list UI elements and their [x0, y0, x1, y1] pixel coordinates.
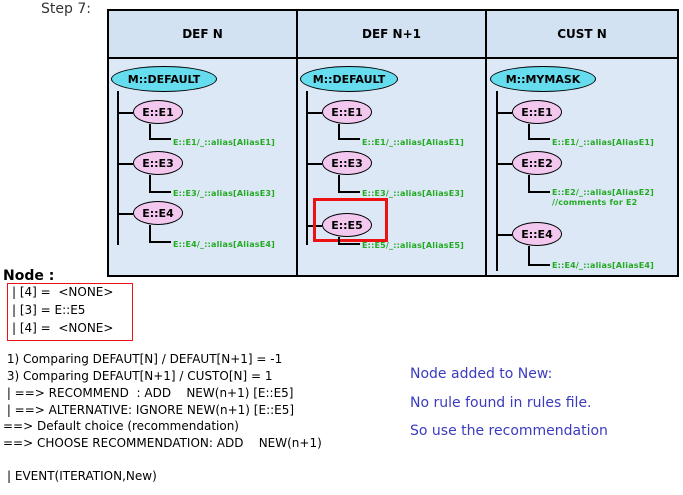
alias-connector [528, 138, 550, 140]
node-line: | [3] = E::E5 [12, 303, 86, 317]
alias-connector [149, 225, 151, 243]
log-line: ==> Default choice (recommendation) [3, 419, 239, 433]
node-box: | [4] = <NONE> | [3] = E::E5 | [4] = <NO… [7, 283, 133, 341]
log-line: 1) Comparing DEFAUT[N] / DEFAUT[N+1] = -… [3, 352, 283, 366]
element-node-new: E::E5 [322, 213, 372, 237]
alias-connector [528, 191, 550, 193]
tree-branch [496, 112, 512, 114]
tree-trunk [306, 91, 308, 245]
tree-branch [117, 213, 133, 215]
log-line: | ==> RECOMMEND : ADD NEW(n+1) [E::E5] [3, 386, 294, 400]
log-line: | EVENT(ITERATION,New) [7, 469, 157, 483]
alias-label: E::E4/_::alias[AliasE4] [552, 261, 655, 270]
tree-trunk [496, 91, 498, 271]
node-line: | [4] = <NONE> [12, 285, 114, 299]
alias-connector [338, 124, 340, 140]
tree-trunk [117, 91, 119, 245]
alias-connector [149, 124, 151, 140]
comment-label: //comments for E2 [552, 198, 638, 207]
tree-branch [117, 112, 133, 114]
tree-branch [117, 163, 133, 165]
alias-label: E::E1/_::alias[AliasE1] [173, 138, 276, 147]
log-line: ==> CHOOSE RECOMMENDATION: ADD NEW(n+1) [3, 436, 322, 450]
alias-connector [528, 175, 530, 193]
note-line: No rule found in rules file. [410, 395, 592, 411]
panel-cust-n: CUST N M::MYMASK E::E1 E::E1/_::alias[Al… [485, 9, 679, 277]
panel-header: DEF N [109, 11, 296, 59]
tree-branch [496, 234, 512, 236]
element-node: E::E3 [322, 151, 372, 175]
mask-node: M::DEFAULT [300, 66, 398, 92]
alias-connector [149, 175, 151, 193]
alias-connector [528, 264, 550, 266]
element-node: E::E4 [133, 201, 183, 225]
tree-branch [306, 112, 322, 114]
alias-connector [149, 241, 171, 243]
tree-branch [496, 163, 512, 165]
element-node: E::E2 [512, 151, 562, 175]
alias-label: E::E1/_::alias[AliasE1] [552, 138, 655, 147]
alias-label: E::E5/_::alias[AliasE5] [362, 241, 465, 250]
note-line: Node added to New: [410, 366, 553, 382]
alias-label: E::E4/_::alias[AliasE4] [173, 240, 276, 249]
node-line: | [4] = <NONE> [12, 321, 114, 335]
note-line: So use the recommendation [410, 423, 608, 439]
step-title: Step 7: [41, 1, 91, 17]
mask-node: M::DEFAULT [111, 66, 217, 92]
element-node: E::E1 [322, 100, 372, 124]
alias-connector [338, 138, 360, 140]
new-node-highlight [313, 198, 388, 242]
alias-connector [338, 175, 340, 193]
log-line: 3) Comparing DEFAUT[N+1] / CUSTO[N] = 1 [3, 369, 273, 383]
element-node: E::E4 [512, 222, 562, 246]
alias-label: E::E2/_::alias[AliasE2] [552, 188, 655, 197]
tree-branch [306, 163, 322, 165]
log-line: | ==> ALTERNATIVE: IGNORE NEW(n+1) [E::E… [3, 403, 295, 417]
node-title: Node : [3, 268, 55, 284]
panel-header: DEF N+1 [298, 11, 485, 59]
panel-def-n-plus-1: DEF N+1 M::DEFAULT E::E1 E::E1/_::alias[… [296, 9, 487, 277]
panel-header: CUST N [487, 11, 677, 59]
alias-connector [149, 138, 171, 140]
element-node: E::E3 [133, 151, 183, 175]
element-node: E::E1 [133, 100, 183, 124]
alias-label: E::E3/_::alias[AliasE3] [362, 189, 465, 198]
element-node: E::E1 [512, 100, 562, 124]
alias-label: E::E1/_::alias[AliasE1] [362, 138, 465, 147]
panel-def-n: DEF N M::DEFAULT E::E1 E::E1/_::alias[Al… [107, 9, 298, 277]
alias-label: E::E3/_::alias[AliasE3] [173, 189, 276, 198]
alias-connector [338, 243, 360, 245]
alias-connector [338, 237, 340, 245]
alias-connector [528, 124, 530, 140]
alias-connector [338, 191, 360, 193]
alias-connector [149, 191, 171, 193]
alias-connector [528, 246, 530, 266]
mask-node: M::MYMASK [490, 66, 596, 92]
